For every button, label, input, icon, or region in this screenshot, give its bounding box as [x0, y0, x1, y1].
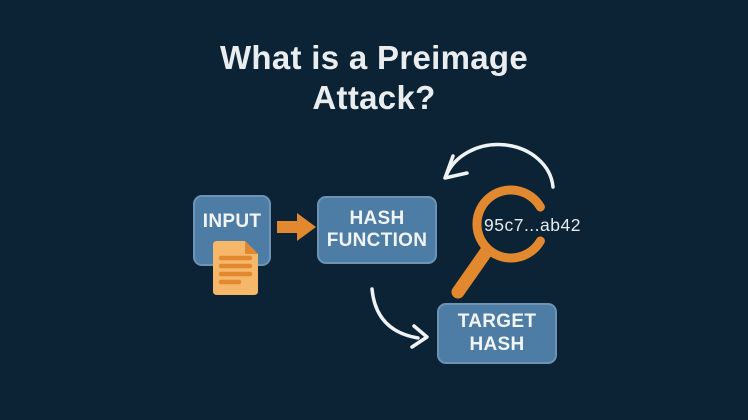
hash-function-label-line1: HASH [349, 207, 405, 229]
target-hash-label-line1: TARGET [457, 311, 537, 333]
target-hash-node: TARGET HASH [437, 303, 557, 364]
hash-value-text: 95c7...ab42 [484, 215, 581, 235]
page-title-line2: Attack? [312, 79, 436, 116]
magnifying-glass-icon [451, 185, 545, 299]
magnifier-handle [451, 245, 493, 299]
curved-down-arrow-icon [370, 287, 429, 349]
retry-cycle-arrow-icon [443, 142, 555, 189]
input-node-label: INPUT [202, 211, 262, 232]
page-title-line1: What is a Preimage [219, 39, 528, 76]
page-title: What is a Preimage Attack? [0, 38, 748, 118]
hash-function-label-line2: FUNCTION [326, 230, 428, 251]
hash-function-node: HASH FUNCTION [317, 196, 437, 264]
target-hash-label-line2: HASH [469, 333, 525, 355]
arrow-right-icon [277, 213, 316, 241]
input-node: INPUT [193, 195, 271, 266]
